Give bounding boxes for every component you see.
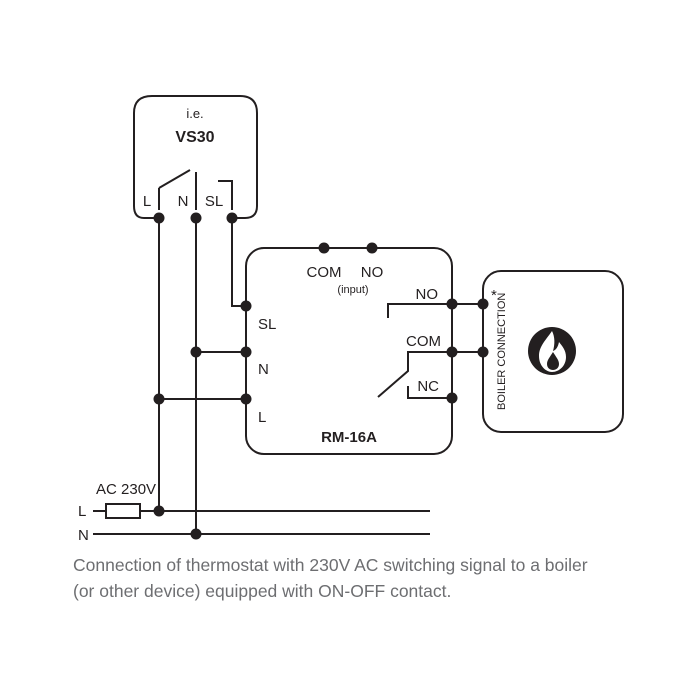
boiler-connection-label: BOILER CONNECTION — [496, 293, 508, 410]
terminal-thermostat-sl — [226, 212, 238, 224]
input-no-label: NO — [361, 264, 384, 281]
junction-n — [190, 346, 202, 358]
relay-nc-label: NC — [417, 378, 439, 395]
thermostat-box — [133, 95, 258, 219]
wire-sl — [231, 218, 246, 307]
terminal-relay-no — [446, 298, 458, 310]
thermostat-terminal-n-label: N — [178, 193, 189, 210]
relay-com-contact — [377, 351, 452, 398]
terminal-boiler-2 — [477, 346, 489, 358]
flame-icon — [528, 327, 576, 375]
controller-model: RM-16A — [321, 429, 377, 446]
input-note: (input) — [337, 284, 368, 296]
terminal-boiler-1 — [477, 298, 489, 310]
caption-line-1: Connection of thermostat with 230V AC sw… — [73, 555, 588, 575]
terminal-rm-sl — [240, 300, 252, 312]
relay-no-contact — [387, 303, 452, 318]
thermostat-model: VS30 — [175, 129, 214, 146]
relay-nc-contact — [407, 386, 452, 399]
input-com-label: COM — [307, 264, 342, 281]
rm-l-label: L — [258, 409, 266, 426]
supply-n-label: N — [78, 527, 89, 544]
supply-l-label: L — [78, 503, 86, 520]
terminal-input-no — [366, 242, 378, 254]
thermostat-terminal-sl-label: SL — [205, 193, 223, 210]
caption: Connection of thermostat with 230V AC sw… — [73, 552, 673, 604]
terminal-relay-nc — [446, 392, 458, 404]
boiler-mark: * — [491, 287, 497, 304]
relay-no-label: NO — [416, 286, 439, 303]
terminal-relay-com — [446, 346, 458, 358]
thermostat-terminal-l-label: L — [143, 193, 151, 210]
terminal-input-com — [318, 242, 330, 254]
junction-supply-n — [190, 528, 202, 540]
terminal-rm-l — [240, 393, 252, 405]
rm-sl-label: SL — [258, 316, 276, 333]
terminal-thermostat-l — [153, 212, 165, 224]
thermostat-switch — [158, 169, 233, 210]
supply-voltage-label: AC 230V — [96, 481, 156, 498]
relay-com-label: COM — [406, 333, 441, 350]
fuse-symbol — [105, 503, 141, 519]
junction-l — [153, 393, 165, 405]
rm-n-label: N — [258, 361, 269, 378]
terminal-thermostat-n — [190, 212, 202, 224]
caption-line-2: (or other device) equipped with ON-OFF c… — [73, 581, 452, 601]
junction-supply-l — [153, 505, 165, 517]
thermostat-hint: i.e. — [186, 106, 203, 121]
terminal-rm-n — [240, 346, 252, 358]
